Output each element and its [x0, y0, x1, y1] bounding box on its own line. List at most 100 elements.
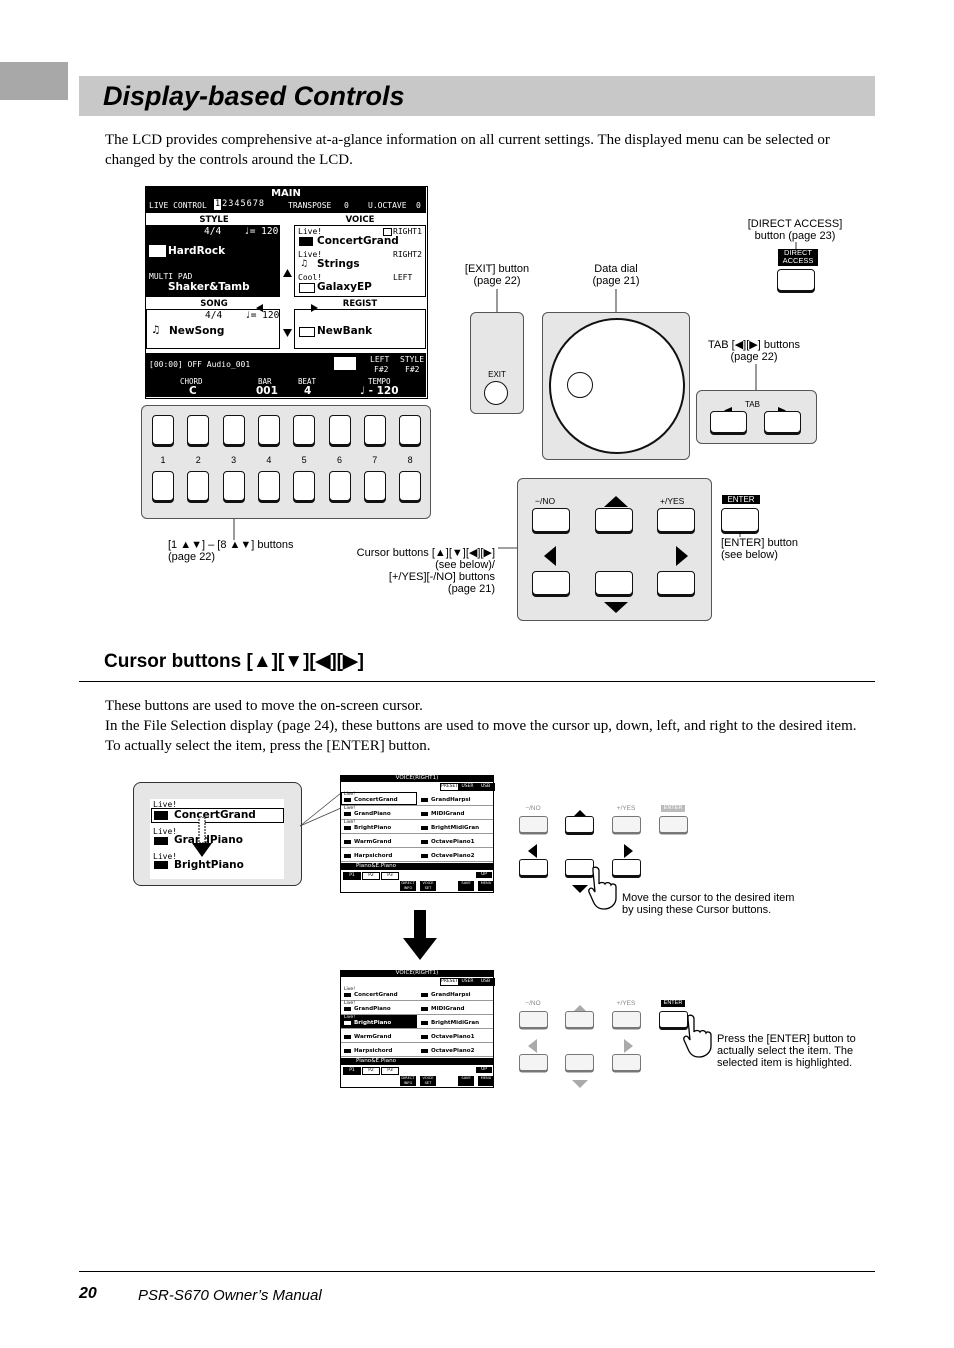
voice-tab[interactable]: USER: [458, 978, 477, 986]
mini-yes-button[interactable]: [612, 816, 641, 833]
voice-list-item[interactable]: ConcertGrand: [354, 797, 398, 803]
enter-button[interactable]: [721, 508, 759, 532]
no-button[interactable]: [532, 508, 570, 532]
data-dial[interactable]: [549, 318, 685, 454]
voice-tab[interactable]: PRESET: [440, 978, 459, 986]
style-panel[interactable]: 4/4 ♩= 120 HardRock MULTI PAD Shaker&Tam…: [146, 225, 280, 297]
number-button-8-up[interactable]: [399, 415, 422, 445]
cursor-down-button[interactable]: [595, 571, 633, 595]
voice-bottom-button[interactable]: DIRECT INFO: [400, 881, 416, 891]
live-digit-6[interactable]: 6: [246, 199, 252, 209]
live-control-digits[interactable]: 1 2 3 4 5 6 7 8: [214, 199, 264, 210]
voice-list-item[interactable]: MIDIGrand: [431, 1006, 465, 1012]
number-button-7-down[interactable]: [363, 471, 386, 501]
voice-list-item[interactable]: OctavePiano2: [431, 853, 475, 859]
voice-bottom-button[interactable]: SAVE: [458, 881, 474, 891]
live-digit-4[interactable]: 4: [234, 199, 240, 209]
number-button-5-up[interactable]: [293, 415, 316, 445]
voice-tab[interactable]: USB: [476, 783, 495, 791]
mini-right-button[interactable]: [612, 1054, 641, 1071]
left-label: LEFT: [370, 355, 390, 364]
mini-left-button[interactable]: [519, 859, 548, 876]
voice-list-item[interactable]: BrightPiano: [354, 1020, 392, 1026]
yes-button[interactable]: [657, 508, 695, 532]
voice-tab[interactable]: USB: [476, 978, 495, 986]
mini-no-button[interactable]: [519, 816, 548, 833]
voice-tab[interactable]: PRESET: [440, 783, 459, 791]
live-digit-8[interactable]: 8: [258, 199, 264, 209]
number-button-4-up[interactable]: [257, 415, 280, 445]
voice-list-item[interactable]: GrandPiano: [354, 811, 391, 817]
live-digit-7[interactable]: 7: [252, 199, 258, 209]
mini-down-button[interactable]: [565, 1054, 594, 1071]
voice-list-item[interactable]: Harpsichord: [354, 853, 393, 859]
mini-no-button[interactable]: [519, 1011, 548, 1028]
voice-list-item[interactable]: GrandHarpsi: [431, 797, 471, 803]
voice-list-item[interactable]: MIDIGrand: [431, 811, 465, 817]
number-button-6-up[interactable]: [328, 415, 351, 445]
mini-yes-button[interactable]: [612, 1011, 641, 1028]
number-button-2-up[interactable]: [187, 415, 210, 445]
number-button-2-down[interactable]: [187, 471, 210, 501]
number-button-1-down[interactable]: [152, 471, 174, 501]
voice-list-item[interactable]: BrightPiano: [354, 825, 392, 831]
voice-list-item[interactable]: OctavePiano1: [431, 839, 475, 845]
voice-up-button[interactable]: UP: [476, 872, 492, 878]
voice-list-item[interactable]: GrandHarpsi: [431, 992, 471, 998]
voice-list-item[interactable]: WarmGrand: [354, 839, 392, 845]
regist-panel[interactable]: NewBank: [294, 309, 426, 349]
mini-right-button[interactable]: [612, 859, 641, 876]
number-button-7-up[interactable]: [363, 415, 386, 445]
voice-page-button[interactable]: P1: [343, 1067, 361, 1075]
voice-piano-icon: [344, 826, 351, 830]
voice-bottom-button[interactable]: VOICE SET: [420, 881, 436, 891]
voice-list-item[interactable]: OctavePiano1: [431, 1034, 475, 1040]
voice-up-button[interactable]: UP: [476, 1067, 492, 1073]
voice-tab[interactable]: USER: [458, 783, 477, 791]
voice-list-item[interactable]: OctavePiano2: [431, 1048, 475, 1054]
direct-access-button[interactable]: [777, 269, 815, 291]
mini-up-button[interactable]: [565, 816, 594, 833]
tab-left-button[interactable]: [710, 411, 747, 433]
voice-bottom-button[interactable]: MENU: [478, 1076, 494, 1086]
cursor-left-button[interactable]: [532, 571, 570, 595]
number-button-3-up[interactable]: [222, 415, 245, 445]
mini-left-button[interactable]: [519, 1054, 548, 1071]
voice-list-item[interactable]: BrightMidiGran: [431, 825, 480, 831]
number-button-5-down[interactable]: [293, 471, 316, 501]
zoom-item-3[interactable]: BrightPiano: [174, 859, 244, 871]
cursor-up-button[interactable]: [595, 508, 633, 532]
zoom-item-2[interactable]: GrandPiano: [174, 834, 243, 846]
mini-enter-button[interactable]: [659, 816, 688, 833]
cursor-right-button[interactable]: [657, 571, 695, 595]
number-button-1-up[interactable]: [152, 415, 174, 445]
voice-list-item[interactable]: BrightMidiGran: [431, 1020, 480, 1026]
voice-page-button[interactable]: P3: [381, 872, 399, 880]
mini-up-button[interactable]: [565, 1011, 594, 1028]
live-digit-3[interactable]: 3: [228, 199, 234, 209]
voice-page-button[interactable]: P3: [381, 1067, 399, 1075]
voice-page-button[interactable]: P2: [362, 872, 380, 880]
live-digit-1[interactable]: 1: [214, 199, 222, 210]
zoom-item-1[interactable]: ConcertGrand: [174, 809, 256, 821]
song-panel[interactable]: 4/4 ♩= 120 ♫ NewSong: [146, 309, 280, 349]
voice-list-item[interactable]: Harpsichord: [354, 1048, 393, 1054]
voice-page-button[interactable]: P2: [362, 1067, 380, 1075]
voice-list-item[interactable]: GrandPiano: [354, 1006, 391, 1012]
number-button-6-down[interactable]: [328, 471, 351, 501]
number-button-8-down[interactable]: [399, 471, 422, 501]
voice-bottom-button[interactable]: DIRECT INFO: [400, 1076, 416, 1086]
voice-list-item[interactable]: ConcertGrand: [354, 992, 398, 998]
voice-bottom-button[interactable]: VOICE SET: [420, 1076, 436, 1086]
number-button-4-down[interactable]: [257, 471, 280, 501]
voice-page-button[interactable]: P1: [343, 872, 361, 880]
voice-panel[interactable]: Live! RIGHT1 ConcertGrand Live! RIGHT2 ♫…: [294, 225, 426, 297]
exit-button[interactable]: [484, 381, 508, 405]
voice-bottom-button[interactable]: SAVE: [458, 1076, 474, 1086]
tab-right-button[interactable]: [764, 411, 801, 433]
live-digit-5[interactable]: 5: [240, 199, 246, 209]
voice-list-item[interactable]: WarmGrand: [354, 1034, 392, 1040]
voice-bottom-button[interactable]: MENU: [478, 881, 494, 891]
number-button-3-down[interactable]: [222, 471, 245, 501]
live-digit-2[interactable]: 2: [222, 199, 228, 209]
